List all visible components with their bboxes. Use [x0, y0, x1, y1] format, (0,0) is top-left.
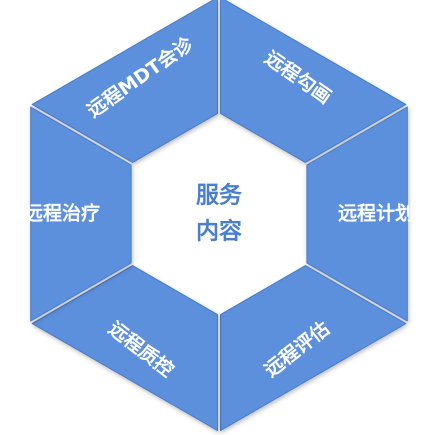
segment-remote-treatment	[30, 106, 132, 322]
segment-remote-evaluation	[220, 265, 407, 432]
segment-remote-planning-label: 远程计划	[338, 202, 414, 225]
segment-remote-treatment-label: 远程治疗	[24, 202, 100, 225]
center-title-line2: 内容	[196, 218, 242, 245]
segment-remote-qc	[31, 265, 218, 432]
center-title-line1: 服务	[196, 183, 243, 209]
segment-remote-contouring	[220, 0, 407, 163]
segment-remote-planning	[306, 106, 408, 322]
segment-remote-mdt	[31, 0, 218, 163]
